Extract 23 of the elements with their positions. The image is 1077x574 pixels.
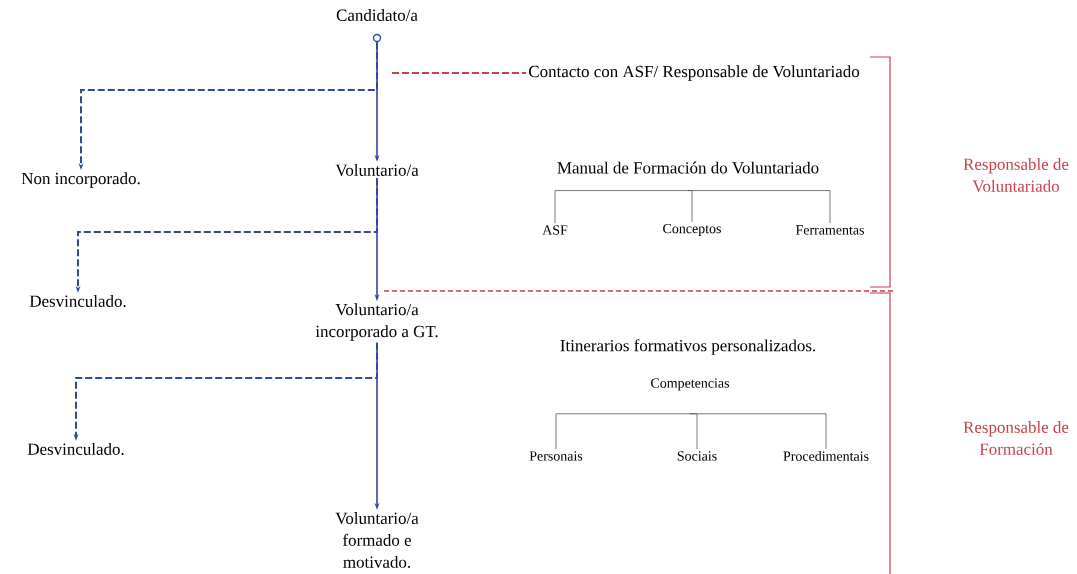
flow-text: Contacto con ASF/ Responsable de Voluntariado [529, 65, 860, 81]
flow-text: Procedimentais [783, 451, 869, 461]
label-text: Responsable de Formación [963, 421, 1069, 455]
flow-text: Candidato/a [336, 9, 418, 21]
connector-line [689, 413, 827, 450]
flow-text: Non incorporado. [21, 172, 140, 188]
flow-text: Personais [529, 451, 583, 461]
flow-text: Voluntario/a incorporado a GT. [315, 303, 438, 341]
flow-text: Ferramentas [795, 225, 864, 235]
connector-line [687, 190, 831, 224]
connector-line [554, 190, 689, 224]
flow-text: Desvinculado. [29, 295, 126, 307]
flow-text: Conceptos [663, 223, 721, 237]
flow-text: Desvinculado. [27, 443, 124, 455]
flow-text: Sociais [677, 451, 717, 461]
flow-text: Itinerarios formativos personalizados. [560, 339, 816, 355]
flow-text: Voluntario/a [335, 164, 419, 176]
flow-text: Manual de Formación do Voluntariado [557, 161, 819, 174]
flow-text: ASF [542, 225, 568, 235]
connector-line [555, 413, 691, 450]
label-text: Responsable de Voluntariado [963, 158, 1069, 192]
flow-text: Voluntario/a formado e motivado. [335, 512, 419, 568]
flow-text: Competencias [651, 378, 729, 391]
